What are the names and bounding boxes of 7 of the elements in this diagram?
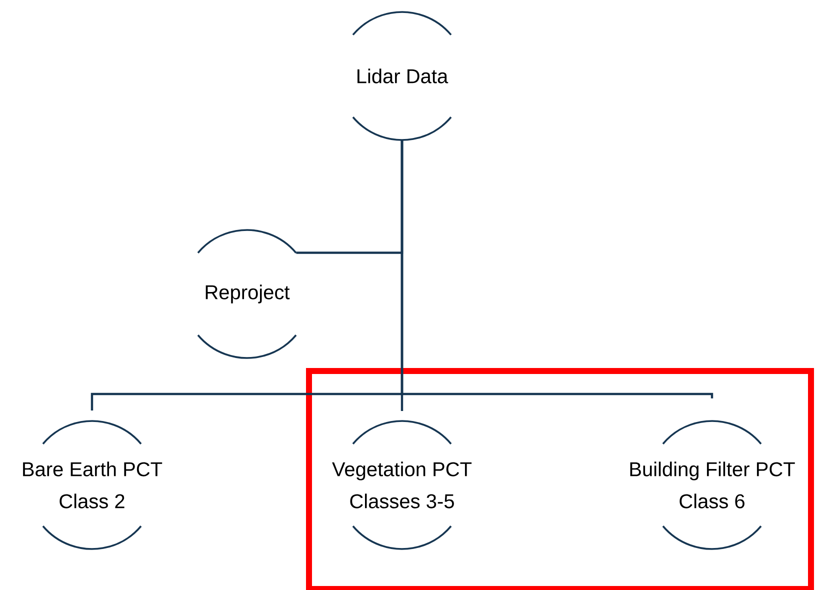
highlight-frame — [306, 368, 814, 590]
bracketed-circle-node: Vegetation PCT Classes 3-5 — [332, 420, 472, 550]
bracketed-circle-node: Bare Earth PCT Class 2 — [23, 420, 162, 550]
bracketed-circle-node: Lidar Data — [352, 11, 452, 141]
connector-line — [400, 140, 714, 399]
bracketed-circle-node: Building Filter PCT Class 6 — [630, 420, 795, 550]
bracketed-circle-node: Reproject — [197, 229, 297, 359]
